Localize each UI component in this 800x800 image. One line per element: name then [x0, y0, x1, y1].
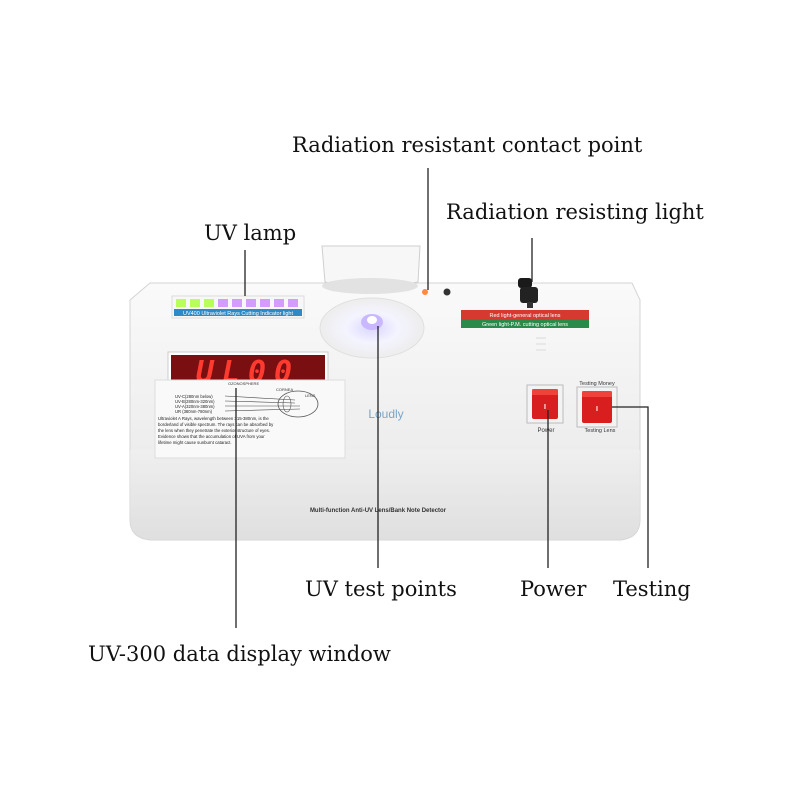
radiation-resisting-light[interactable]	[518, 278, 546, 351]
label-resisting-light: Radiation resisting light	[446, 200, 704, 224]
diagram-top-label: CORNEA	[276, 387, 293, 392]
legend-red-text: Red light-general optical lens	[490, 313, 561, 319]
label-contact-point: Radiation resistant contact point	[292, 133, 643, 157]
uv-lamp-led	[274, 299, 284, 307]
diagram-label: UR (380nm-780nm)	[175, 409, 213, 414]
label-testing: Testing	[613, 577, 691, 601]
diagram-label: UV-A(320nm-380nm)	[175, 404, 215, 409]
uv-lamp-led	[260, 299, 270, 307]
power-switch-symbol: I	[544, 404, 546, 411]
testing-switch[interactable]: Testing Money I Testing Lens	[576, 381, 618, 434]
lamp-strip-text: UV400 Ultraviolet Rays Cutting Indicator…	[183, 311, 294, 317]
panel-text-line: the lens when they penetrate the exterio…	[158, 428, 270, 433]
panel-text-line: lifetime might cause sunburnt cataract.	[158, 440, 232, 445]
power-switch[interactable]: I Power	[526, 384, 564, 434]
uv-test-point[interactable]	[319, 297, 425, 359]
lens-cover[interactable]	[321, 245, 421, 294]
uv-lamp-led	[190, 299, 200, 307]
brand-logo: Loudly	[368, 407, 403, 421]
testing-switch-symbol: I	[596, 406, 598, 413]
legend-green-text: Green light-P.M. cutting optical lens	[482, 322, 568, 328]
contact-point-sensor	[443, 288, 451, 296]
uv-lamp-led	[232, 299, 242, 307]
contact-point-led	[422, 289, 428, 295]
eye-diagram-icon	[277, 390, 319, 418]
diagram-label: UV-C(280nm below)	[175, 394, 213, 399]
panel-text-line: Evidence shows that the accumulation of …	[158, 434, 265, 439]
label-uv-test-points: UV test points	[305, 577, 457, 601]
uv-lamp-led	[218, 299, 228, 307]
power-switch-label: Power	[537, 428, 554, 434]
testing-switch-bottom-label: Testing Lens	[585, 428, 616, 434]
diagram-top-label: OZONOSPHERE	[228, 381, 259, 386]
panel-text-line: Ultraviolet A Rays, wavelength between 3…	[158, 416, 269, 421]
info-panel: OZONOSPHERE CORNEA LENS UV-C(280nm below…	[154, 379, 346, 459]
callout-leader-lines	[235, 168, 649, 628]
uv-lamp-led	[204, 299, 214, 307]
label-power: Power	[520, 577, 587, 601]
uv-lamp-led	[288, 299, 298, 307]
uv-lamp-strip: UV400 Ultraviolet Rays Cutting Indicator…	[171, 295, 305, 319]
diagram-label: UV-B(280nm-320nm)	[175, 399, 215, 404]
label-display-window: UV-300 data display window	[88, 642, 391, 666]
diagram-top-label: LENS	[305, 393, 316, 398]
panel-text-line: borderland of visible spectrum. The rays…	[158, 422, 274, 427]
indicator-legend: Red light-general optical lens Green lig…	[461, 310, 589, 328]
testing-switch-top-label: Testing Money	[579, 381, 615, 387]
uv-lamp-led	[246, 299, 256, 307]
detector-body	[129, 282, 641, 541]
label-uv-lamp: UV lamp	[204, 221, 297, 245]
uv-lamp-led	[176, 299, 186, 307]
